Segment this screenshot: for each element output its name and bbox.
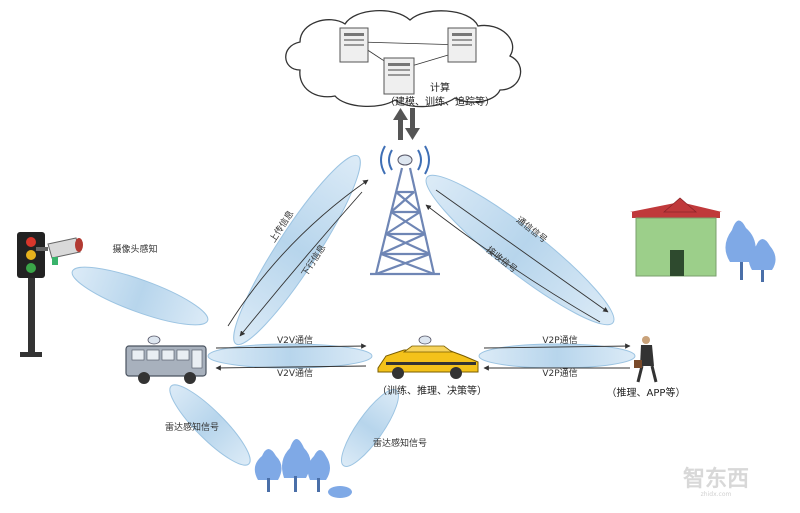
bus-taxi-top-label: V2V通信 xyxy=(277,334,313,346)
radar-left-label: 雷达感知信号 xyxy=(165,421,219,433)
watermark-logo: 智东西 zhidx.com xyxy=(683,466,749,498)
taxi-caption: （训练、推理、决策等） xyxy=(377,384,487,397)
cell-tower-icon xyxy=(370,167,440,276)
beam-tower-person xyxy=(425,174,615,326)
server-icon xyxy=(447,27,477,63)
tree-icon xyxy=(725,220,776,282)
beam-bus-trees xyxy=(169,384,251,466)
taxi-icon xyxy=(377,335,479,379)
beam-taxi-trees xyxy=(341,389,399,467)
building-icon xyxy=(630,197,722,277)
taxi-person-top-label: V2P通信 xyxy=(542,334,577,346)
watermark-text: 智东西 xyxy=(683,466,749,492)
beam-camera-bus xyxy=(71,266,209,326)
beam-bus-taxi xyxy=(207,343,373,371)
bus-icon xyxy=(125,335,207,384)
compute-detail: （建模、训练、追踪等） xyxy=(385,95,495,108)
tower-antenna-icon xyxy=(380,145,430,175)
taxi-person-bottom-label: V2P通信 xyxy=(542,367,577,379)
radar-right-label: 雷达感知信号 xyxy=(373,437,427,449)
bus-taxi-bottom-label: V2V通信 xyxy=(277,367,313,379)
camera-sense-label: 摄像头感知 xyxy=(112,243,157,255)
camera-icon xyxy=(36,237,83,265)
person-caption: （推理、APP等） xyxy=(607,386,686,399)
server-icon xyxy=(383,57,415,95)
uplink-downlink-arrows xyxy=(393,108,420,140)
beam-taxi-person xyxy=(478,343,636,371)
compute-title: 计算 xyxy=(430,81,450,94)
server-icon xyxy=(339,27,369,63)
traffic-light-icon xyxy=(17,232,45,357)
trees-icon xyxy=(254,439,352,498)
watermark-sub: zhidx.com xyxy=(701,491,732,498)
person-icon xyxy=(634,336,658,383)
beam-tower-bus xyxy=(227,154,369,346)
